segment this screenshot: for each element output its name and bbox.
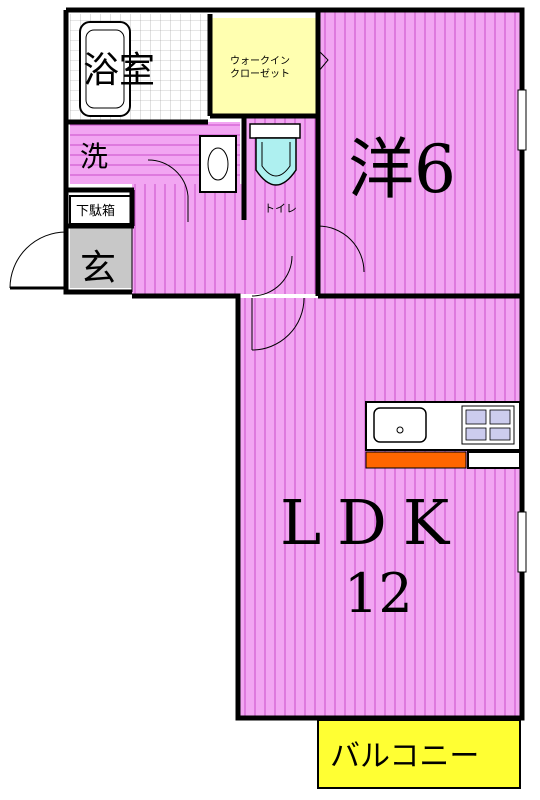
basin-bowl (207, 147, 229, 181)
toilet-label: トイレ (264, 202, 297, 215)
fridge-space (467, 451, 521, 469)
washroom-label: 洗 (80, 140, 108, 173)
bath-label: 浴室 (83, 50, 155, 91)
walkin-closet-floor (212, 18, 316, 114)
western-room-label: 洋6 (348, 131, 456, 208)
walls (63, 7, 525, 721)
balcony-floor (317, 719, 521, 789)
ldk-floor (240, 298, 520, 716)
western-room-floor (318, 12, 520, 294)
balcony-label: バルコニー (330, 739, 479, 774)
hall-floor (132, 222, 318, 294)
toilet-tank (249, 123, 301, 139)
entrance-floor (70, 226, 132, 288)
walkin-closet-label-1: ウォークイン (230, 55, 290, 67)
bathtub-inner (85, 29, 125, 109)
walkin-closet-label-2: クローゼット (230, 68, 290, 80)
wash-basin (199, 135, 237, 193)
kitchen-sink (373, 407, 427, 443)
doors (9, 49, 365, 351)
shoe-box-label: 下駄箱 (76, 203, 115, 219)
counter-edge (365, 451, 467, 469)
ldk-size-label: 12 (344, 562, 413, 625)
toilet-bowl (255, 137, 297, 186)
ldk-label: LDK (280, 486, 465, 559)
windows (517, 89, 527, 573)
bathtub (79, 21, 131, 117)
entrance-label: 玄 (80, 248, 116, 289)
